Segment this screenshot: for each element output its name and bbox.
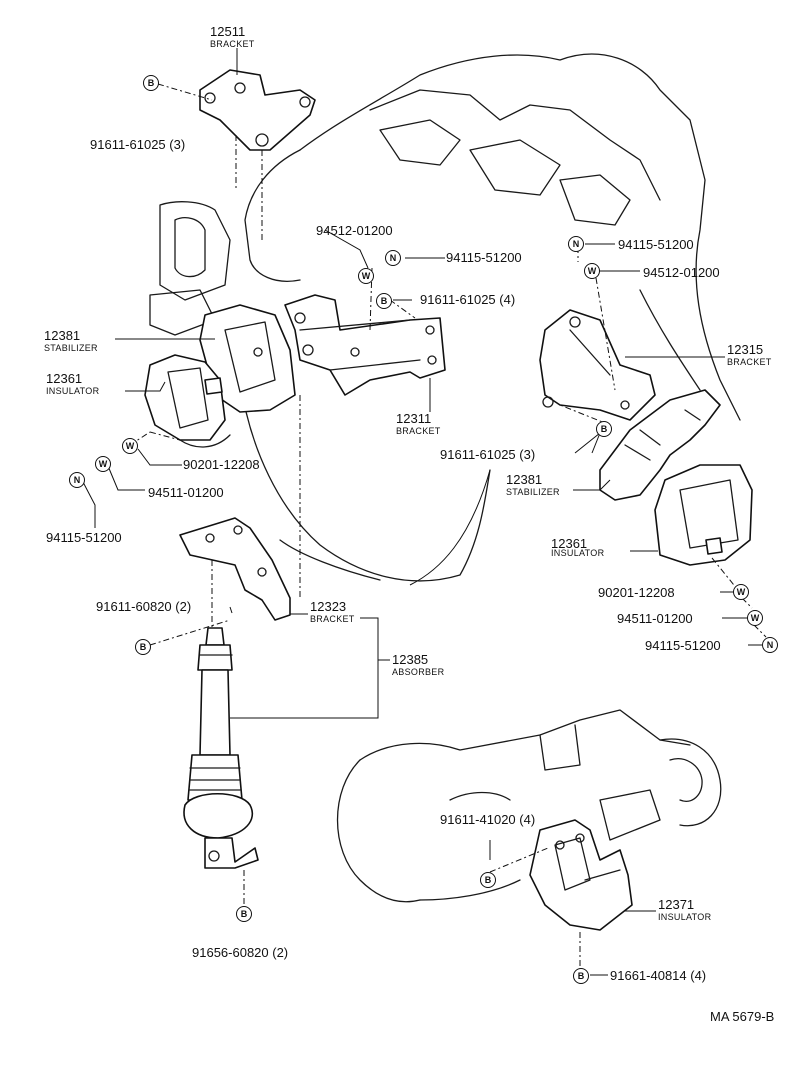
part-12371-name: INSULATOR — [658, 912, 712, 922]
fastener-label-94115-51200-right: 94115-51200 — [618, 237, 694, 252]
transmission-outline — [336, 709, 722, 903]
washer-symbol-icon: W — [733, 584, 749, 600]
fastener-label-90201-12208-left: 90201-12208 — [183, 457, 260, 472]
part-12361-right-name: INSULATOR — [551, 548, 605, 558]
diagram-code: MA 5679-B — [710, 1009, 775, 1024]
bolt-symbol-icon: B — [135, 639, 151, 655]
fastener-label-91611-61025-top: 91611-61025 (3) — [90, 137, 186, 152]
bracket-12511-drawing — [199, 69, 316, 151]
fastener-label-91611-61025-right: 91611-61025 (3) — [440, 447, 536, 462]
bolt-symbol-icon: B — [480, 872, 496, 888]
fastener-label-90201-12208-right: 90201-12208 — [598, 585, 675, 600]
part-12371-number: 12371 — [658, 897, 695, 912]
fastener-label-94511-01200-right: 94511-01200 — [617, 611, 693, 626]
bracket-12315-drawing — [539, 309, 656, 421]
insulator-12371-drawing — [529, 819, 633, 931]
washer-symbol-icon: W — [122, 438, 138, 454]
part-12511-number: 12511 — [210, 24, 246, 39]
part-12381-left-name: STABILIZER — [44, 343, 98, 353]
assembly-lines — [129, 83, 767, 970]
part-12381-left-number: 12381 — [44, 328, 81, 343]
leader-lines — [82, 48, 762, 976]
fastener-label-94115-51200-left: 94115-51200 — [46, 530, 122, 545]
fastener-label-91611-41020: 91611-41020 (4) — [440, 812, 536, 827]
nut-symbol-icon: N — [762, 637, 778, 653]
left-mount-assembly-drawing — [144, 304, 296, 448]
right-stabilizer-drawing — [599, 389, 721, 501]
washer-symbol-icon: W — [584, 263, 600, 279]
bolt-symbol-icon: B — [236, 906, 252, 922]
fastener-label-91656-60820: 91656-60820 (2) — [192, 945, 289, 960]
washer-symbol-icon: W — [747, 610, 763, 626]
absorber-12385-drawing — [183, 627, 259, 869]
fastener-label-91611-60820: 91611-60820 (2) — [96, 599, 192, 614]
washer-symbol-icon: W — [358, 268, 374, 284]
fastener-label-91661-40814: 91661-40814 (4) — [610, 968, 707, 983]
part-12381-right-name: STABILIZER — [506, 487, 560, 497]
part-12315-number: 12315 — [727, 342, 764, 357]
part-12385-number: 12385 — [392, 652, 429, 667]
nut-symbol-icon: N — [568, 236, 584, 252]
bolt-symbol-icon: B — [143, 75, 159, 91]
part-12323-name: BRACKET — [310, 614, 355, 624]
fastener-label-94511-01200-left: 94511-01200 — [148, 485, 224, 500]
part-12385-name: ABSORBER — [392, 667, 445, 677]
washer-symbol-icon: W — [95, 456, 111, 472]
part-12381-right-number: 12381 — [506, 472, 543, 487]
bracket-12311-drawing — [284, 294, 446, 396]
bracket-12323-drawing — [179, 517, 291, 621]
right-insulator-drawing — [654, 464, 753, 566]
fastener-label-94115-51200-lower-right: 94115-51200 — [645, 638, 721, 653]
part-12311-number: 12311 — [396, 411, 432, 426]
part-12511-name: BRACKET — [210, 39, 255, 49]
fastener-label-94512-01200-right: 94512-01200 — [643, 265, 720, 280]
bolt-symbol-icon: B — [596, 421, 612, 437]
part-12361-left-number: 12361 — [46, 371, 83, 386]
fastener-label-94115-51200-center: 94115-51200 — [446, 250, 522, 265]
part-12323-number: 12323 — [310, 599, 347, 614]
part-12361-right-number: 12361 — [551, 536, 588, 551]
part-12315-name: BRACKET — [727, 357, 772, 367]
bolt-symbol-icon: B — [376, 293, 392, 309]
nut-symbol-icon: N — [385, 250, 401, 266]
nut-symbol-icon: N — [69, 472, 85, 488]
engine-block-outline — [149, 53, 741, 582]
fastener-label-94512-01200-left: 94512-01200 — [316, 223, 393, 238]
part-12311-name: BRACKET — [396, 426, 441, 436]
part-12361-left-name: INSULATOR — [46, 386, 100, 396]
bolt-symbol-icon: B — [573, 968, 589, 984]
fastener-label-91611-61025-center: 91611-61025 (4) — [420, 292, 516, 307]
